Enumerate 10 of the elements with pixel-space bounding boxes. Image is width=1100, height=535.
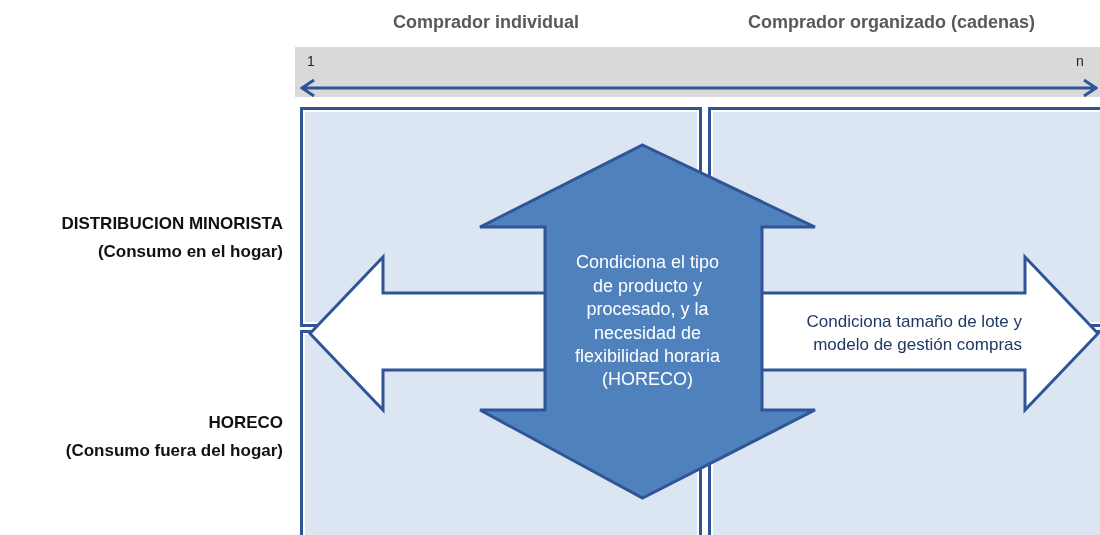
row-header: (Consumo en el hogar) — [97, 242, 283, 262]
scale-label: n — [1076, 53, 1084, 69]
row-header: HORECO — [208, 413, 283, 433]
row-header: (Consumo fuera del hogar) — [65, 441, 283, 461]
row-header: DISTRIBUCION MINORISTA — [61, 214, 283, 234]
scale-label: 1 — [307, 53, 315, 69]
column-header: Comprador individual — [393, 12, 579, 33]
arrow-text: Condiciona el tipo de producto y procesado, y la necesidad de flexibilidad horaria (HORECO) — [573, 251, 722, 392]
arrow-text: Condiciona tamaño de lote y modelo de gestión compras — [805, 311, 1022, 356]
column-header: Comprador organizado (cadenas) — [748, 12, 1036, 33]
